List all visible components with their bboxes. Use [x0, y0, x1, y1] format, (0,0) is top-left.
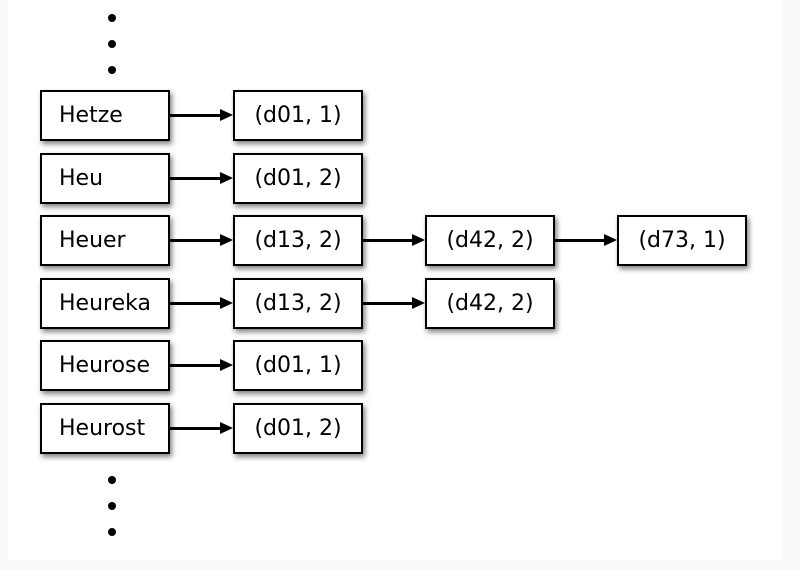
posting-box: (d42, 2): [425, 278, 555, 329]
slide-canvas: Hetze (d01, 1) Heu (d01, 2) Heuer (d13, …: [8, 0, 781, 560]
arrow-head-icon: [220, 109, 233, 121]
arrow-line: [170, 364, 222, 367]
term-box-heu: Heu: [40, 153, 170, 204]
arrow-head-icon: [604, 234, 617, 246]
arrow: [170, 234, 233, 247]
term-box-heurose: Heurose: [40, 340, 170, 391]
arrow-line: [170, 302, 222, 305]
ellipsis-dot: [108, 40, 116, 48]
term-box-heureka: Heureka: [40, 278, 170, 329]
arrow-head-icon: [412, 234, 425, 246]
term-box-heurost: Heurost: [40, 403, 170, 454]
term-box-hetze: Hetze: [40, 90, 170, 141]
arrow: [170, 172, 233, 185]
ellipsis-bottom: [108, 476, 116, 536]
arrow-line: [170, 177, 222, 180]
arrow: [170, 109, 233, 122]
arrow-head-icon: [220, 359, 233, 371]
posting-box: (d01, 2): [233, 403, 363, 454]
arrow: [362, 297, 425, 310]
arrow-line: [362, 302, 414, 305]
arrow-head-icon: [412, 297, 425, 309]
arrow: [170, 422, 233, 435]
ellipsis-dot: [108, 528, 116, 536]
arrow-line: [554, 239, 606, 242]
posting-box: (d13, 2): [233, 215, 363, 266]
ellipsis-dot: [108, 14, 116, 22]
ellipsis-dot: [108, 66, 116, 74]
arrow-head-icon: [220, 234, 233, 246]
arrow-head-icon: [220, 297, 233, 309]
posting-box: (d13, 2): [233, 278, 363, 329]
posting-box: (d01, 1): [233, 340, 363, 391]
arrow: [554, 234, 617, 247]
arrow-line: [170, 239, 222, 242]
arrow: [170, 359, 233, 372]
arrow-head-icon: [220, 422, 233, 434]
arrow: [170, 297, 233, 310]
posting-box: (d42, 2): [425, 215, 555, 266]
arrow-line: [170, 427, 222, 430]
arrow-line: [170, 114, 222, 117]
arrow: [362, 234, 425, 247]
ellipsis-dot: [108, 502, 116, 510]
posting-box: (d73, 1): [617, 215, 747, 266]
arrow-head-icon: [220, 172, 233, 184]
term-box-heuer: Heuer: [40, 215, 170, 266]
ellipsis-top: [108, 14, 116, 74]
posting-box: (d01, 2): [233, 153, 363, 204]
arrow-line: [362, 239, 414, 242]
posting-box: (d01, 1): [233, 90, 363, 141]
ellipsis-dot: [108, 476, 116, 484]
